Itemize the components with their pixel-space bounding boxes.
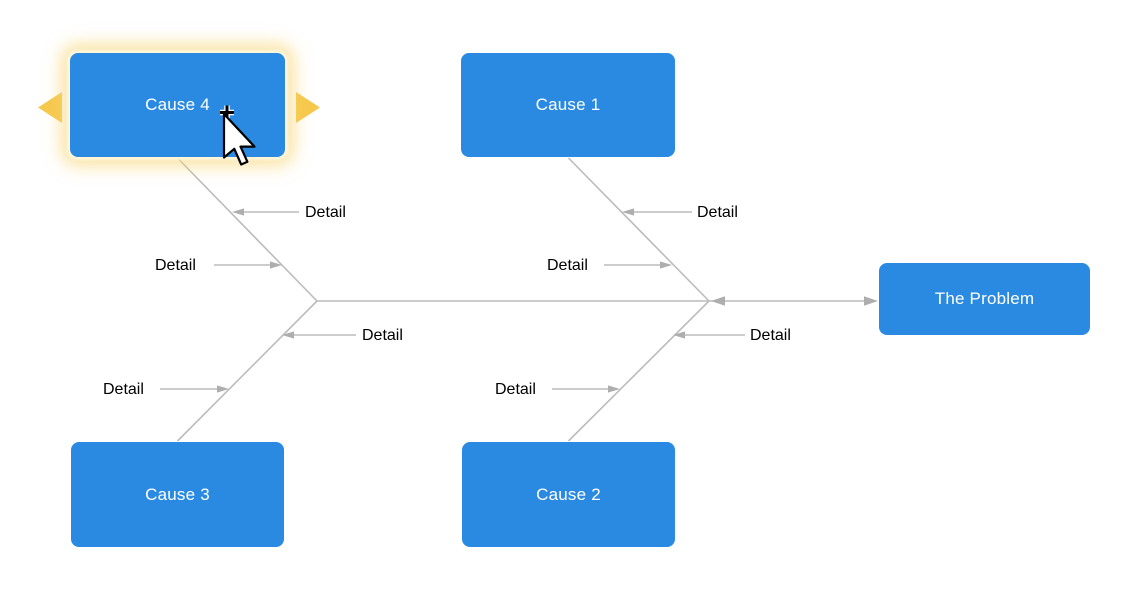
- bone-cause1-line: [567, 157, 710, 302]
- node-problem[interactable]: The Problem: [879, 263, 1090, 335]
- bone-cause3[interactable]: [176, 300, 318, 442]
- node-cause3[interactable]: Cause 3: [71, 442, 284, 547]
- bone-cause2[interactable]: [567, 300, 710, 442]
- detail-arrow-2-arrowhead: [270, 261, 282, 269]
- bone-cause1[interactable]: [567, 157, 710, 302]
- bone-cause2-line: [567, 300, 710, 442]
- detail-arrow-8[interactable]: [552, 385, 620, 393]
- node-cause4-label: Cause 4: [145, 95, 210, 114]
- node-cause2[interactable]: Cause 2: [462, 442, 675, 547]
- detail-arrow-1[interactable]: [232, 208, 299, 216]
- detail-arrow-4[interactable]: [160, 385, 229, 393]
- detail-arrow-7[interactable]: [673, 331, 745, 339]
- node-cause3-label: Cause 3: [145, 484, 210, 504]
- detail-arrow-5-arrowhead: [622, 208, 634, 216]
- node-problem-label: The Problem: [934, 289, 1035, 308]
- detail-arrow-4-arrowhead: [217, 385, 229, 393]
- spine-problem-arrowhead: [864, 296, 878, 306]
- bone-cause3-line: [176, 300, 318, 442]
- detail-arrow-8-arrowhead: [608, 385, 620, 393]
- direction-arrow-left-icon[interactable]: [38, 92, 62, 123]
- bone-cause4[interactable]: [176, 157, 318, 302]
- detail-arrow-2[interactable]: [214, 261, 282, 269]
- bone-cause4-line: [176, 157, 318, 302]
- detail-label-6[interactable]: Detail: [547, 257, 588, 274]
- detail-arrow-3[interactable]: [282, 331, 356, 339]
- detail-arrow-7-arrowhead: [673, 331, 685, 339]
- node-cause1[interactable]: Cause 1: [461, 53, 675, 157]
- detail-arrow-6-arrowhead: [660, 261, 672, 269]
- direction-arrow-right-icon[interactable]: [296, 92, 320, 123]
- detail-label-3[interactable]: Detail: [362, 327, 403, 344]
- detail-label-7[interactable]: Detail: [750, 327, 791, 344]
- spine-junction-arrowhead: [711, 296, 725, 306]
- detail-label-2[interactable]: Detail: [155, 257, 196, 274]
- detail-arrow-3-arrowhead: [282, 331, 294, 339]
- detail-arrow-6[interactable]: [604, 261, 672, 269]
- node-cause4[interactable]: Cause 4: [70, 53, 285, 157]
- spine-connector[interactable]: [317, 296, 878, 306]
- node-cause2-label: Cause 2: [536, 484, 601, 504]
- detail-label-1[interactable]: Detail: [305, 204, 346, 221]
- detail-label-4[interactable]: Detail: [103, 381, 144, 398]
- detail-arrow-1-arrowhead: [232, 208, 244, 216]
- node-cause1-label: Cause 1: [535, 95, 601, 114]
- detail-arrow-5[interactable]: [622, 208, 692, 216]
- detail-label-8[interactable]: Detail: [495, 381, 536, 398]
- detail-label-5[interactable]: Detail: [697, 204, 738, 221]
